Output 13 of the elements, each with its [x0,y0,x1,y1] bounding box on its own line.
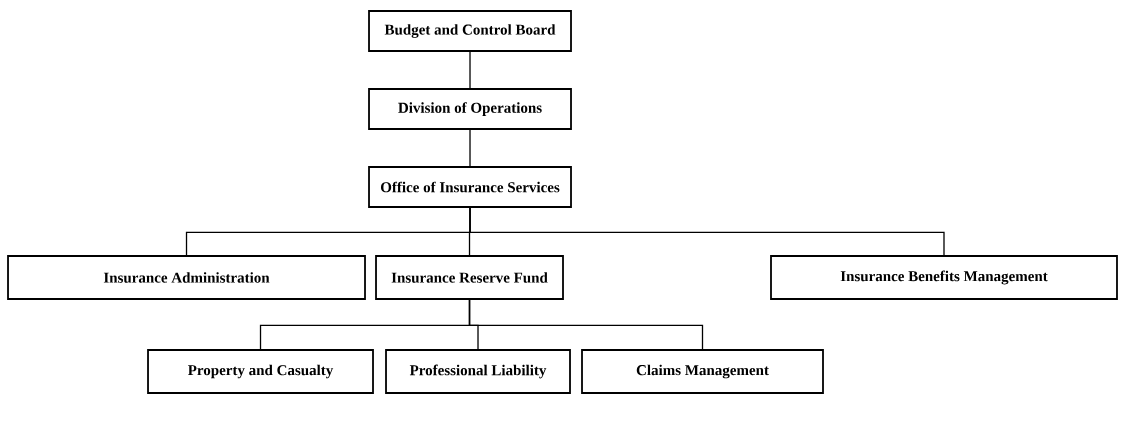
org-box: Office of Insurance Services [368,166,572,208]
org-box: Insurance Administration [7,255,366,300]
connector-line [469,207,945,256]
connector-line [469,51,471,89]
org-box: Budget and Control Board [368,10,572,52]
org-box: Property and Casualty [147,349,374,394]
org-box: Insurance Benefits Management [770,255,1118,300]
org-box: Claims Management [581,349,824,394]
connector-line [468,299,704,350]
connector-line [469,129,471,167]
org-box: Professional Liability [385,349,571,394]
org-box: Division of Operations [368,88,572,130]
org-box: Insurance Reserve Fund [375,255,564,300]
